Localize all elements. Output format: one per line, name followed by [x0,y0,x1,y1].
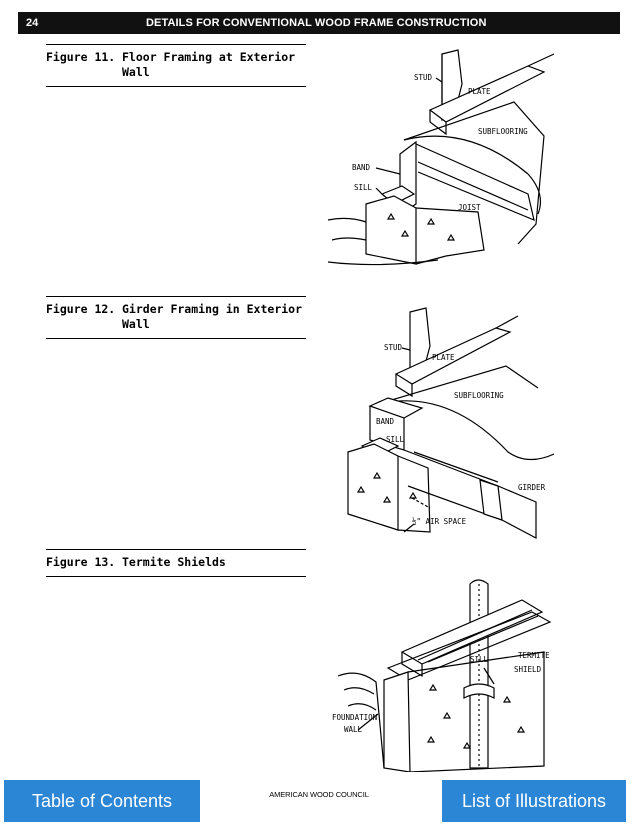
fig12-callout-plate: PLATE [432,353,455,362]
table-of-contents-button[interactable]: Table of Contents [4,780,200,822]
figure-11-caption: Figure 11. Floor Framing at Exterior Wal… [46,44,306,87]
fig11-callout-band: BAND [352,163,371,172]
fig11-callout-sill: SILL [354,183,373,192]
list-of-illustrations-button[interactable]: List of Illustrations [442,780,626,822]
figure-13-caption: Figure 13. Termite Shields [46,549,306,577]
figure-13-illustration: SILL TERMITE SHIELD FOUNDATION WALL [318,572,554,772]
fig13-callout-foundation: FOUNDATION [332,713,377,722]
fig12-callout-air-space: ½" AIR SPACE [412,517,467,526]
fig11-callout-joist: JOIST [458,203,481,212]
fig12-callout-girder: GIRDER [518,483,546,492]
figure-12-title: Girder Framing in Exterior Wall [122,302,303,331]
fig12-callout-sill: SILL [386,435,405,444]
fig12-callout-subflooring: SUBFLOORING [454,391,504,400]
page-header-bar: 24 DETAILS FOR CONVENTIONAL WOOD FRAME C… [18,12,620,34]
figure-12-label: Figure 12. [46,302,116,316]
fig13-callout-sill: SILL [470,655,489,664]
page-number: 24 [26,17,39,29]
chapter-title: DETAILS FOR CONVENTIONAL WOOD FRAME CONS… [146,17,487,29]
figure-12-illustration: STUD PLATE SUBFLOORING BAND SILL GIRDER … [318,302,554,546]
fig13-callout-wall: WALL [344,725,363,734]
fig12-callout-band: BAND [376,417,395,426]
figure-11-label: Figure 11. [46,50,116,64]
figure-13-title: Termite Shields [122,555,226,569]
fig13-callout-shield: SHIELD [514,665,542,674]
fig11-callout-stud: STUD [414,73,433,82]
figure-12-caption: Figure 12. Girder Framing in Exterior Wa… [46,296,306,339]
figure-11-illustration: STUD PLATE SUBFLOORING BAND SILL JOIST [318,44,554,270]
fig13-callout-termite: TERMITE [518,651,550,660]
figure-11-title: Floor Framing at Exterior Wall [122,50,296,79]
footer-council: AMERICAN WOOD COUNCIL [269,790,369,799]
figure-13-label: Figure 13. [46,555,116,569]
fig11-callout-plate: PLATE [468,87,491,96]
fig11-callout-subflooring: SUBFLOORING [478,127,528,136]
fig12-callout-stud: STUD [384,343,403,352]
